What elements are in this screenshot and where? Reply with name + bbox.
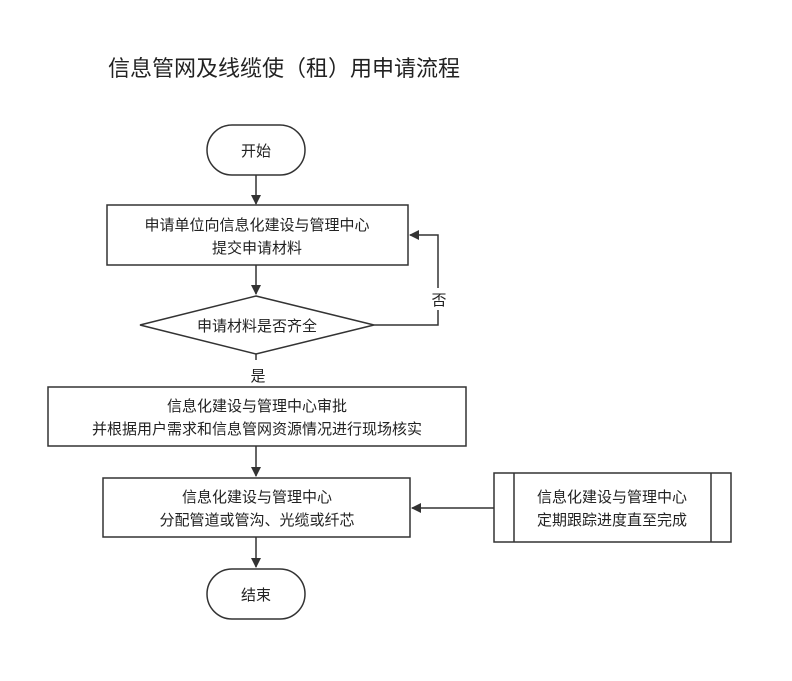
edge-no-loop (374, 230, 439, 326)
no-label-bg (428, 288, 450, 310)
check-decision-label: 申请材料是否齐全 (197, 317, 317, 335)
allocate-process-line2: 分配管道或管沟、光缆或纤芯 (159, 511, 354, 529)
track-predefined-process-box (493, 472, 732, 543)
submit-process-line2: 提交申请材料 (212, 239, 302, 257)
end-node (206, 568, 306, 620)
start-node-label: 开始 (241, 142, 271, 160)
submit-process-box (106, 204, 409, 266)
page-title: 信息管网及线缆使（租）用申请流程 (108, 57, 460, 82)
track-process-line1: 信息化建设与管理中心 (537, 488, 687, 506)
edge-no-label: 否 (431, 291, 446, 309)
allocate-process-line1: 信息化建设与管理中心 (182, 488, 332, 506)
track-process-line2: 定期跟踪进度直至完成 (537, 511, 687, 529)
approve-process-line1: 信息化建设与管理中心审批 (167, 397, 347, 415)
approve-process-line2: 并根据用户需求和信息管网资源情况进行现场核实 (92, 420, 422, 438)
end-node-label: 结束 (241, 586, 271, 604)
edge-yes-label: 是 (250, 367, 265, 385)
submit-process-line1: 申请单位向信息化建设与管理中心 (144, 216, 369, 234)
approve-process-box (47, 386, 467, 447)
